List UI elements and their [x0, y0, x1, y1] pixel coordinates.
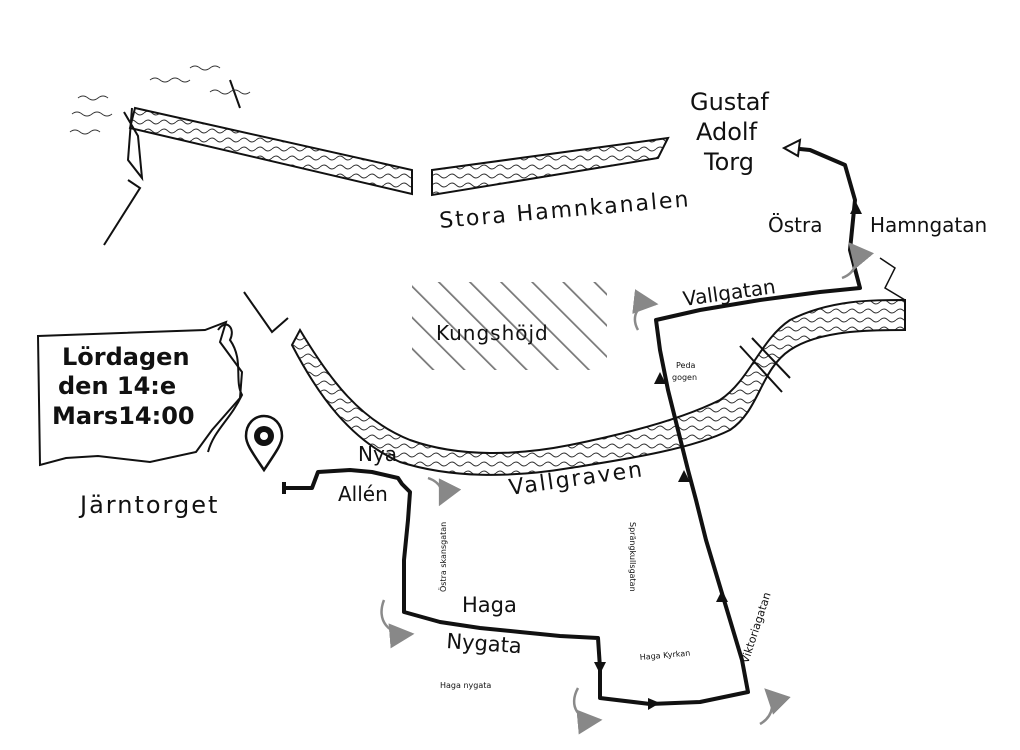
- event-time: Mars14:00: [52, 402, 195, 430]
- street-nya: Nya: [358, 442, 397, 466]
- street-nygata: Nygata: [446, 629, 523, 658]
- street-ostra-skansgatan: Östra skansgatan: [438, 522, 448, 592]
- event-date: den 14:e: [58, 372, 176, 400]
- kungshojd-label: Kungshöjd: [436, 321, 549, 345]
- event-day: Lördagen: [62, 343, 190, 371]
- street-haga-nygata-small: Haga nygata: [440, 681, 491, 690]
- turn-arrow-icon: [841, 242, 874, 280]
- destination-label-3: Torg: [703, 148, 754, 176]
- street-sprangkullsgatan: Sprängkullsgatan: [628, 522, 637, 592]
- destination-label-2: Adolf: [696, 118, 758, 146]
- destination-arrowhead-icon: [781, 138, 802, 158]
- turn-arrow-icon: [427, 476, 462, 507]
- arrowhead-icon: [654, 372, 666, 384]
- turn-arrow-icon: [380, 599, 415, 649]
- street-allen: Allén: [338, 482, 388, 506]
- turn-arrows: [380, 242, 874, 735]
- start-label: Järntorget: [78, 491, 219, 519]
- canal-label: Stora Hamnkanalen: [438, 187, 691, 234]
- kungshojd-area: [412, 282, 607, 370]
- vallgraven-moat: [243, 257, 906, 476]
- open-water-waves: [69, 65, 251, 135]
- destination-label-1: Gustaf: [690, 88, 769, 116]
- turn-arrow-icon: [572, 687, 603, 735]
- arrowhead-icon: [648, 698, 660, 710]
- pedagogen-label-2: gogen: [672, 373, 697, 382]
- arrowhead-icon: [716, 590, 728, 602]
- map-pin-icon[interactable]: [244, 414, 284, 473]
- pedagogen-label-1: Peda: [676, 361, 696, 370]
- turn-arrow-icon: [759, 688, 791, 726]
- arrowhead-icon: [594, 662, 606, 674]
- haga-kyrkan-label: Haga Kyrkan: [639, 649, 690, 662]
- turn-arrow-icon: [632, 289, 659, 331]
- stora-hamnkanalen-canal: [103, 79, 670, 246]
- event-banner: Lördagen den 14:e Mars14:00: [36, 320, 244, 467]
- street-haga: Haga: [462, 593, 517, 617]
- direction-arrows: [594, 202, 862, 710]
- arrowhead-icon: [850, 202, 862, 214]
- street-ostra: Östra: [768, 213, 822, 237]
- street-viktoriagatan: Viktoriagatan: [738, 591, 773, 665]
- parade-route: [284, 146, 862, 706]
- street-hamngatan: Hamngatan: [870, 213, 987, 237]
- arrowhead-icon: [678, 470, 690, 482]
